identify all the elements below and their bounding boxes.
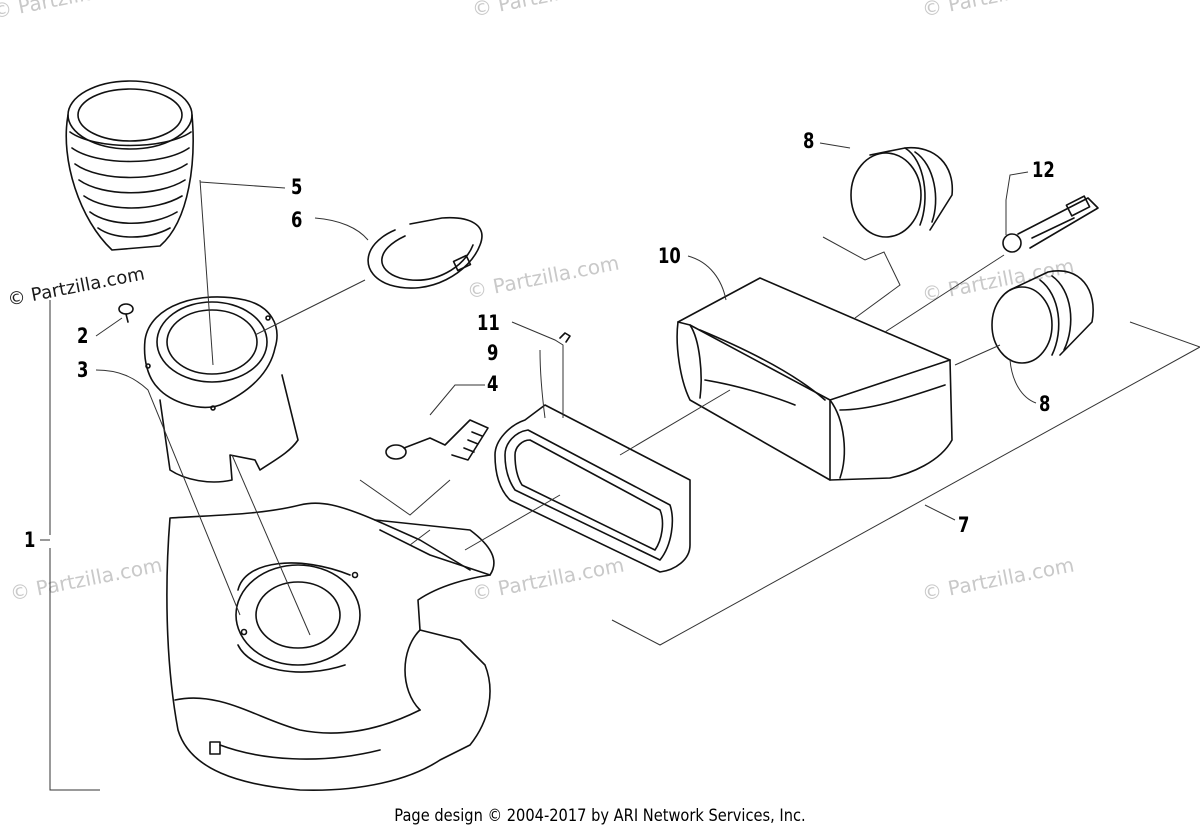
gasket-part-9 <box>494 404 691 573</box>
strap-part-12 <box>1002 195 1099 253</box>
plug-part-8-top <box>850 146 954 238</box>
callout-11: 11 <box>477 311 500 335</box>
callout-8-top: 8 <box>803 129 815 153</box>
boot-part-5 <box>65 80 194 251</box>
duct-part-10 <box>676 277 953 481</box>
callout-2: 2 <box>77 324 89 348</box>
callout-8-bottom: 8 <box>1039 392 1051 416</box>
screw-part-2 <box>118 303 134 323</box>
adapter-part-3 <box>143 296 299 483</box>
plug-part-8-bottom <box>991 270 1094 364</box>
clip-part-11 <box>559 332 571 343</box>
callout-1: 1 <box>24 528 36 552</box>
callout-12: 12 <box>1032 158 1055 182</box>
callout-10: 10 <box>658 244 681 268</box>
callout-3: 3 <box>77 358 89 382</box>
callout-4: 4 <box>487 372 499 396</box>
leader-lines <box>40 142 1200 791</box>
copyright-footer: Page design © 2004-2017 by ARI Network S… <box>394 806 806 826</box>
housing-part-1 <box>166 502 495 792</box>
callout-6: 6 <box>291 208 303 232</box>
clamp-part-6 <box>367 216 483 289</box>
callout-5: 5 <box>291 175 303 199</box>
bracket-part-4 <box>385 419 489 461</box>
callout-9: 9 <box>487 341 499 365</box>
callout-7: 7 <box>958 513 970 537</box>
